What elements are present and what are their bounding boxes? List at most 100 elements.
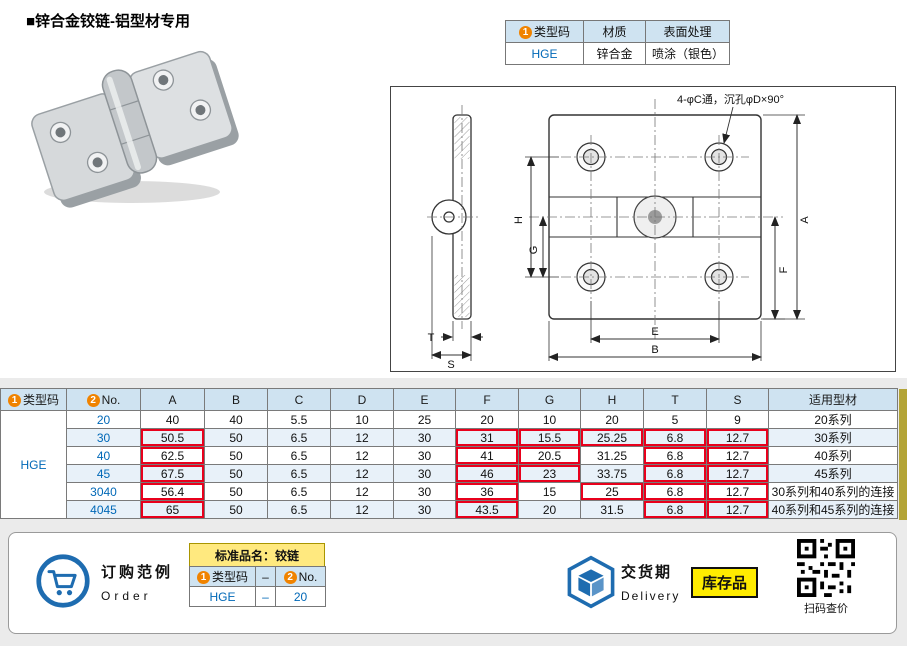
row-no-cell: 45 [66, 464, 141, 483]
table-row: 4045 65 50 6.5 12 30 43.5 20 31.5 6.8 12… [1, 500, 898, 519]
dim-cell: 25.25 [580, 428, 644, 447]
dim-label-h: H [513, 216, 525, 224]
dim-cell: 6.5 [267, 446, 331, 465]
table-row: 45 67.5 50 6.5 12 30 46 23 33.75 6.8 12.… [1, 464, 898, 483]
dim-cell: 10 [330, 410, 394, 429]
dim-cell: 12 [330, 428, 394, 447]
dim-cell: 5 [643, 410, 707, 429]
row-no-cell: 20 [66, 410, 141, 429]
dim-cell: 12.7 [706, 428, 769, 447]
dim-cell: 50.5 [140, 428, 205, 447]
qr-code-icon [797, 539, 855, 597]
dim-cell: 46 [455, 464, 519, 483]
dim-cell: 12.7 [706, 482, 769, 501]
table-row: 30 50.5 50 6.5 12 30 31 15.5 25.25 6.8 1… [1, 428, 898, 447]
type-code-cell: HGE [0, 410, 67, 519]
spec-header-material: 材质 [583, 20, 646, 43]
spec-value-material: 锌合金 [583, 42, 646, 65]
qr-caption: 扫码查价 [804, 603, 848, 615]
dim-cell: 9 [706, 410, 769, 429]
badge-2-icon: 2 [86, 393, 100, 407]
dim-cell: 67.5 [140, 464, 205, 483]
dim-cell: 20 [518, 500, 581, 519]
dim-cell: 50 [204, 482, 268, 501]
dim-label-b: B [651, 344, 658, 356]
series-cell: 20系列 [768, 410, 898, 429]
dim-cell: 36 [455, 482, 519, 501]
dim-cell: 5.5 [267, 410, 331, 429]
dim-cell: 10 [518, 410, 581, 429]
order-table-value-row: HGE – 20 [189, 586, 326, 607]
dim-cell: 31 [455, 428, 519, 447]
cart-icon [35, 553, 91, 609]
dim-cell: 50 [204, 428, 268, 447]
dim-cell: 30 [393, 464, 456, 483]
series-cell: 30系列 [768, 428, 898, 447]
dim-cell: 40 [140, 410, 205, 429]
delivery-label-zh: 交货期 [621, 564, 673, 581]
dim-label-t: T [428, 332, 435, 344]
dim-label-f: F [778, 266, 790, 273]
dim-cell: 30 [393, 428, 456, 447]
product-photo [20, 40, 245, 215]
dim-cell: 40 [204, 410, 268, 429]
dim-cell: 12 [330, 500, 394, 519]
page-title: ■锌合金铰链-铝型材专用 [26, 13, 191, 30]
dim-cell: 56.4 [140, 482, 205, 501]
dim-cell: 15.5 [518, 428, 581, 447]
dim-cell: 50 [204, 500, 268, 519]
header-col-t: T [643, 388, 707, 411]
dim-cell: 20 [580, 410, 644, 429]
dim-cell: 65 [140, 500, 205, 519]
dim-cell: 12 [330, 482, 394, 501]
order-example-label-zh: 订购范例 [101, 564, 174, 581]
qr-block: 扫码查价 [794, 539, 858, 616]
dim-cell: 30 [393, 482, 456, 501]
dim-cell: 6.8 [643, 500, 707, 519]
stock-badge: 库存品 [691, 567, 759, 598]
dim-cell: 6.8 [643, 464, 707, 483]
technical-drawing: T S [390, 86, 896, 372]
badge-1-icon: 1 [7, 394, 21, 407]
order-example-label-en: Order [101, 589, 152, 603]
dim-cell: 6.8 [643, 482, 707, 501]
dim-cell: 50 [204, 464, 268, 483]
row-no-cell: 40 [66, 446, 141, 465]
badge-1-icon: 1 [196, 571, 210, 584]
header-col-e: E [393, 388, 456, 411]
technical-drawing-svg: T S [427, 93, 811, 371]
dim-cell: 6.5 [267, 428, 331, 447]
order-header-dash: – [255, 566, 276, 587]
dim-cell: 31.5 [580, 500, 644, 519]
series-cell: 40系列 [768, 446, 898, 465]
dim-cell: 6.5 [267, 500, 331, 519]
dim-cell: 12.7 [706, 464, 769, 483]
badge-1-icon: 1 [518, 26, 532, 39]
table-row: 3040 56.4 50 6.5 12 30 36 15 25 6.8 12.7… [1, 482, 898, 501]
dim-cell: 6.5 [267, 464, 331, 483]
dim-cell: 62.5 [140, 446, 205, 465]
dim-cell: 6.8 [643, 446, 707, 465]
dim-label-g: G [528, 246, 540, 255]
product-photo-illustration [31, 50, 239, 208]
spec-value-type-code: HGE [505, 42, 584, 65]
header-col-s: S [706, 388, 769, 411]
table-row: 40 62.5 50 6.5 12 30 41 20.5 31.25 6.8 1… [1, 446, 898, 465]
dim-cell: 31.25 [580, 446, 644, 465]
series-cell: 30系列和40系列的连接 [768, 482, 898, 501]
dim-cell: 30 [393, 446, 456, 465]
dim-cell: 25 [393, 410, 456, 429]
product-overview-panel: ■锌合金铰链-铝型材专用 [0, 0, 907, 378]
dim-cell: 23 [518, 464, 581, 483]
